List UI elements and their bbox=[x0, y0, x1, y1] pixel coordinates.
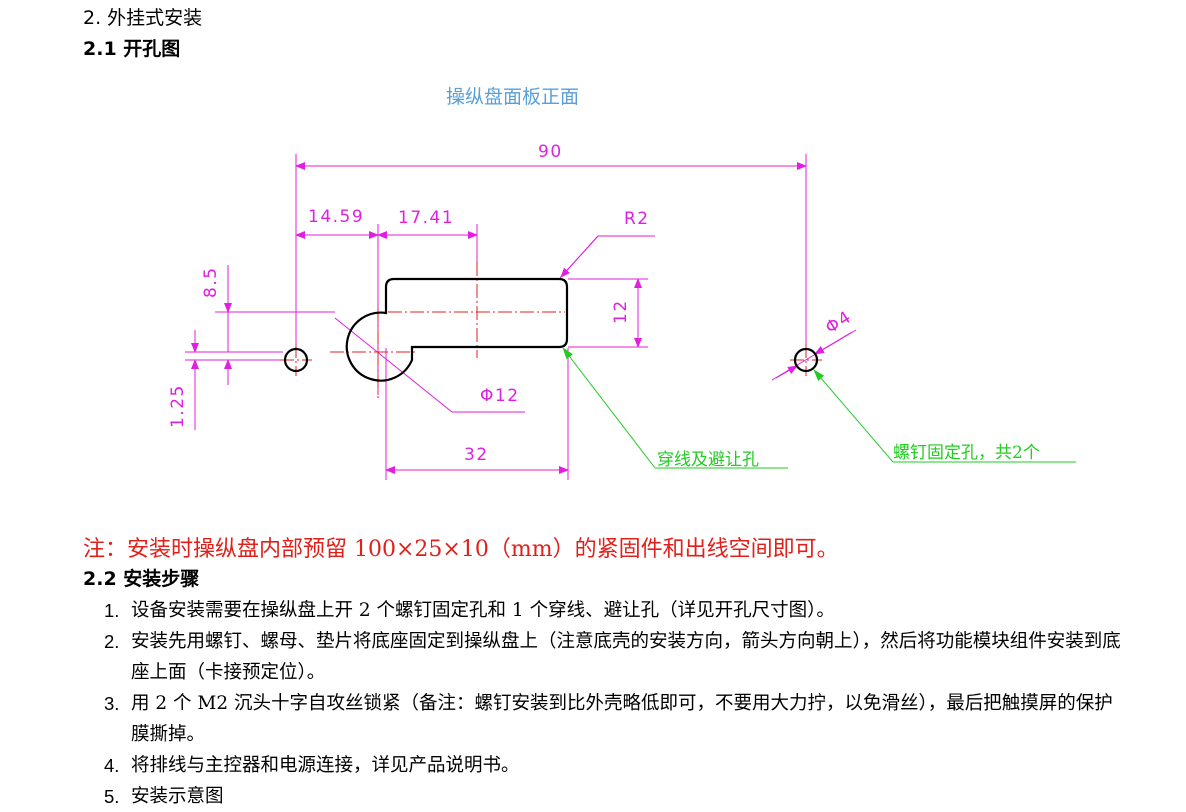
step-item: 1. 设备安装需要在操纵盘上开 2 个螺钉固定孔和 1 个穿线、避让孔（详见开孔尺… bbox=[104, 595, 1124, 626]
dim-radius: R2 bbox=[624, 209, 650, 229]
step-number: 2. bbox=[104, 631, 120, 652]
dim-overall: 90 bbox=[538, 142, 563, 162]
extension-lines bbox=[185, 154, 807, 480]
slot-outline bbox=[345, 277, 569, 382]
step-item: 4. 将排线与主控器和电源连接，详见产品说明书。 bbox=[104, 750, 1124, 781]
callout-threading: 穿线及避让孔 bbox=[657, 450, 759, 470]
install-note: 注：安装时操纵盘内部预留 100×25×10（mm）的紧固件和出线空间即可。 bbox=[83, 537, 839, 562]
step-text: 安装示意图 bbox=[131, 786, 224, 807]
dim-big-hole: Φ12 bbox=[480, 386, 520, 406]
step-number: 1. bbox=[104, 600, 120, 621]
step-text: 将排线与主控器和电源连接，详见产品说明书。 bbox=[131, 755, 520, 776]
step-text: 安装先用螺钉、螺母、垫片将底座固定到操纵盘上（注意底壳的安装方向，箭头方向朝上）… bbox=[131, 631, 1121, 683]
step-item: 3. 用 2 个 M2 沉头十字自攻丝锁紧（备注：螺钉安装到比外壳略低即可，不要用… bbox=[104, 688, 1124, 750]
step-number: 4. bbox=[104, 755, 120, 776]
section-heading: 2. 外挂式安装 bbox=[83, 7, 203, 29]
drill-hole-drawing: 操纵盘面板正面 90 14.59 17. bbox=[168, 86, 1076, 480]
step-number: 5. bbox=[104, 786, 120, 807]
dim-slot-height: 12 bbox=[611, 299, 631, 324]
step-text: 设备安装需要在操纵盘上开 2 个螺钉固定孔和 1 个穿线、避让孔（详见开孔尺寸图… bbox=[131, 600, 835, 621]
screw-hole-left bbox=[283, 347, 309, 373]
dim-vertical-offset: 8.5 bbox=[201, 266, 221, 298]
callout-lines bbox=[562, 347, 1076, 469]
dimension-lines bbox=[191, 162, 857, 474]
step-text: 用 2 个 M2 沉头十字自攻丝锁紧（备注：螺钉安装到比外壳略低即可，不要用大力… bbox=[131, 693, 1113, 745]
dim-slot-width: 32 bbox=[464, 445, 489, 465]
centerlines bbox=[280, 262, 822, 398]
callout-screw: 螺钉固定孔，共2个 bbox=[893, 443, 1040, 463]
dim-small-offset: 1.25 bbox=[168, 384, 188, 428]
drawing-caption: 操纵盘面板正面 bbox=[446, 86, 579, 108]
step-number: 3. bbox=[104, 693, 120, 714]
dim-slot-offset: 17.41 bbox=[398, 208, 454, 228]
drill-heading: 2.1 开孔图 bbox=[83, 38, 181, 60]
steps-heading: 2.2 安装步骤 bbox=[83, 568, 200, 590]
step-item: 5. 安装示意图 bbox=[104, 781, 1124, 812]
step-item: 2. 安装先用螺钉、螺母、垫片将底座固定到操纵盘上（注意底壳的安装方向，箭头方向朝… bbox=[104, 626, 1124, 688]
install-steps: 1. 设备安装需要在操纵盘上开 2 个螺钉固定孔和 1 个穿线、避让孔（详见开孔尺… bbox=[104, 595, 1124, 812]
screw-hole-right bbox=[793, 347, 819, 373]
dim-left-offset: 14.59 bbox=[308, 207, 364, 227]
